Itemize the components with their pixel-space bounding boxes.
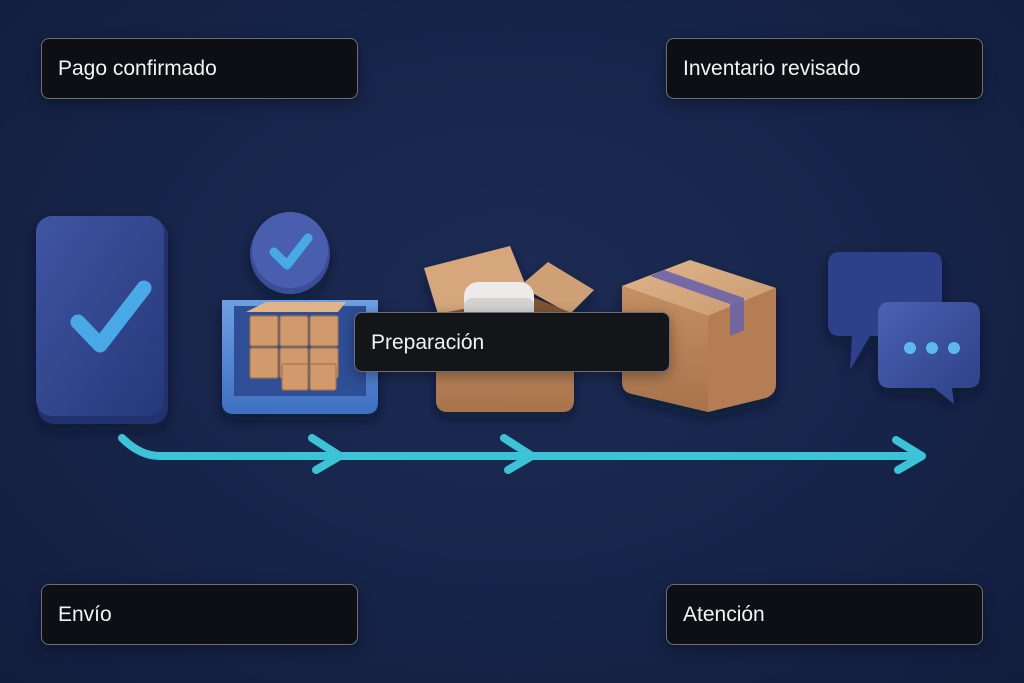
step-label-preparation: Preparación (354, 312, 670, 372)
step-label-support: Atención (666, 584, 983, 645)
inventory-bin-icon (222, 212, 378, 414)
payment-check-card-icon (36, 216, 168, 424)
step-label-text: Envío (58, 603, 112, 626)
flow-arrow (118, 434, 926, 474)
chat-bubbles-icon (828, 252, 980, 404)
step-label-text: Inventario revisado (683, 57, 861, 80)
step-label-text: Atención (683, 603, 765, 626)
step-label-shipping: Envío (41, 584, 358, 645)
step-label-text: Preparación (371, 330, 485, 354)
step-label-text: Pago confirmado (58, 57, 217, 80)
step-label-payment: Pago confirmado (41, 38, 358, 99)
step-label-inventory: Inventario revisado (666, 38, 983, 99)
